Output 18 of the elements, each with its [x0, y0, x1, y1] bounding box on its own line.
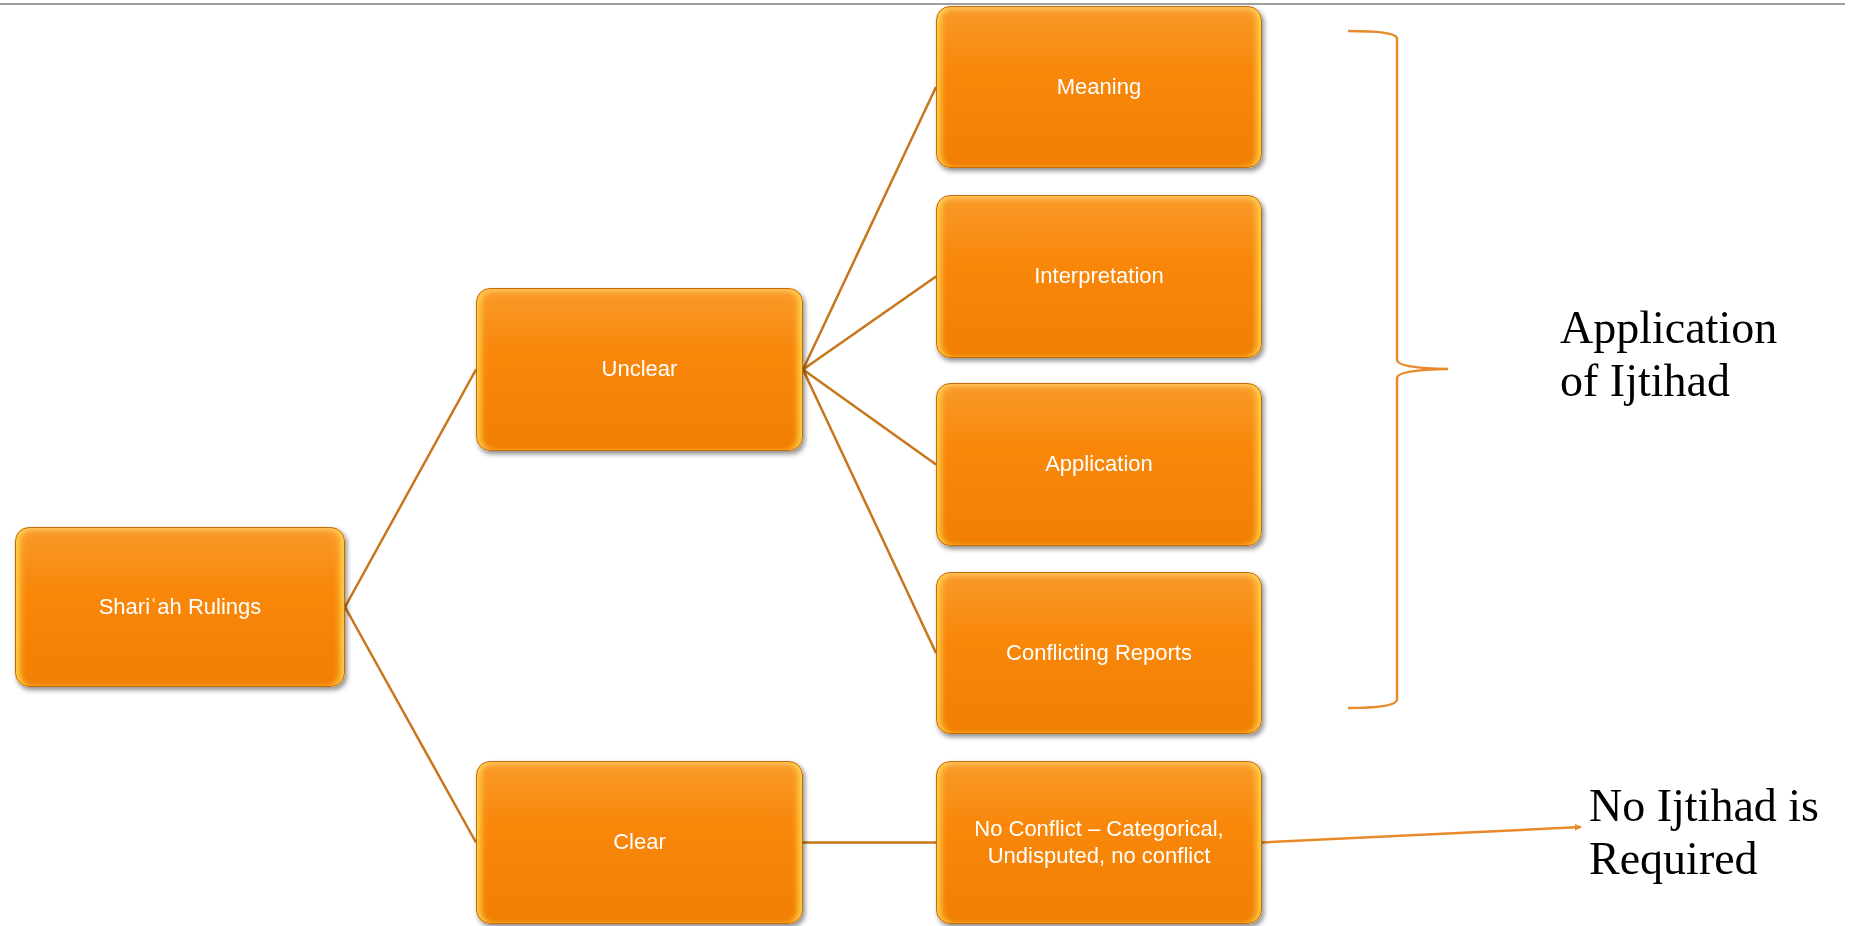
connector-line: [343, 368, 478, 608]
connector-line: [802, 275, 937, 371]
connector-line: [802, 368, 937, 466]
category-box: Shariʿah Rulings: [15, 527, 345, 687]
result-text: No Ijtihad is Required: [1589, 780, 1829, 886]
category-box: Unclear: [476, 288, 803, 451]
connector-line: [343, 606, 478, 844]
category-box: Clear: [476, 761, 803, 924]
connector-line: [801, 368, 938, 654]
category-box: Conflicting Reports: [936, 572, 1262, 734]
arrow: [1261, 823, 1582, 844]
category-box: Application: [936, 383, 1262, 546]
connector-line: [803, 841, 936, 844]
category-box: Interpretation: [936, 195, 1262, 358]
connector-line: [801, 86, 938, 371]
category-box: Meaning: [936, 6, 1262, 168]
category-box: No Conflict – Categorical, Undisputed, no conflict: [936, 761, 1262, 924]
bracket-label: Application of Ijtihad: [1560, 302, 1779, 408]
